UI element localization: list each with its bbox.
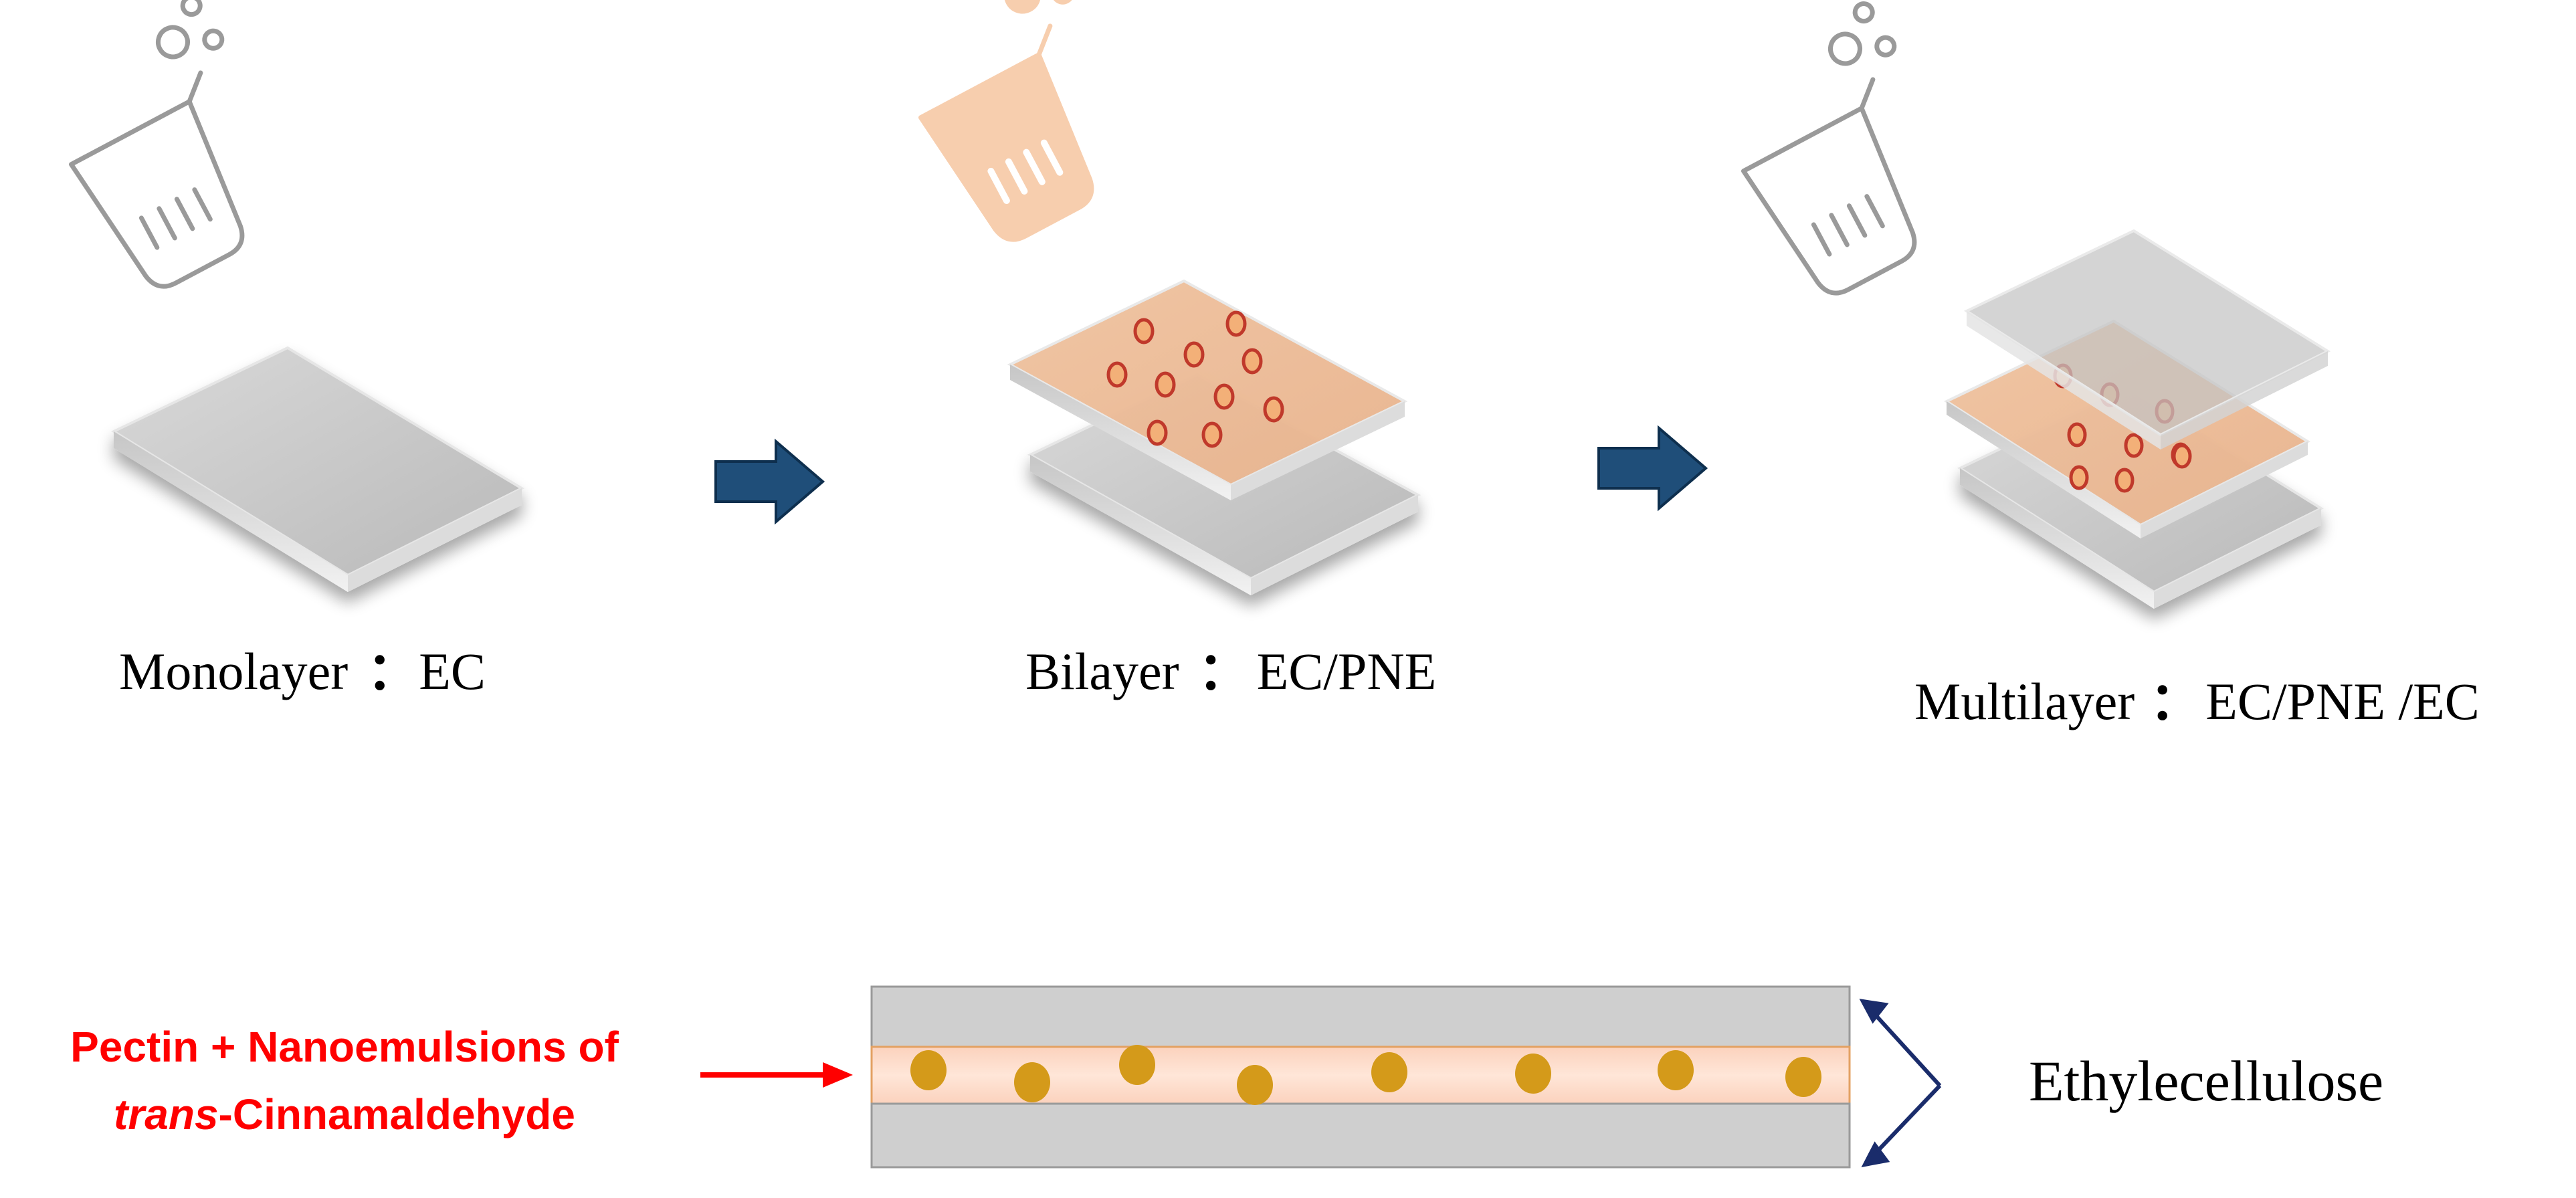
pne-droplet — [1201, 421, 1223, 448]
core-label-rest: -Cinnamaldehyde — [219, 1090, 575, 1138]
stage-formula: EC/PNE /EC — [2205, 672, 2480, 730]
pne-droplets — [1106, 310, 1284, 448]
core-droplet — [910, 1050, 947, 1090]
bilayer-pne-film — [1007, 279, 1408, 500]
core-droplet — [1658, 1050, 1694, 1090]
stage-formula: EC — [419, 642, 486, 700]
arrow-right — [714, 438, 825, 525]
beaker-icon — [1741, 1, 1917, 296]
core-droplet — [1785, 1057, 1821, 1097]
stage-separator: ： — [1198, 642, 1250, 700]
ec-top-layer — [870, 985, 1851, 1048]
brace-icon — [1859, 999, 1942, 1168]
multilayer-top-film — [1963, 229, 2331, 450]
pointer-arrow — [700, 1062, 853, 1088]
beaker-icon-orange — [918, 0, 1094, 242]
pne-droplet — [1225, 310, 1247, 337]
ethylecellulose-label: Ethylecellulose — [2029, 1049, 2383, 1113]
pne-droplet — [2069, 465, 2089, 490]
stage-name: Multilayer — [1914, 672, 2135, 730]
core-droplet — [1119, 1045, 1155, 1085]
monolayer-film — [110, 346, 525, 592]
stage-separator: ： — [2149, 672, 2201, 730]
arrow-right — [1597, 425, 1708, 512]
pne-droplet — [2172, 443, 2192, 469]
pne-droplet — [1213, 383, 1235, 410]
stage-label-bilayer: Bilayer ：EC/PNE — [1025, 642, 1436, 700]
stage-name: Bilayer — [1025, 642, 1179, 700]
stage-formula: EC/PNE — [1257, 642, 1437, 700]
core-droplet — [1515, 1054, 1551, 1094]
pne-droplet — [1106, 361, 1128, 388]
core-label-italic: trans — [114, 1090, 219, 1138]
beaker-icon — [68, 0, 245, 289]
core-droplet — [1014, 1062, 1050, 1102]
core-droplet — [1371, 1052, 1407, 1092]
pne-droplet — [1147, 419, 1168, 446]
core-droplet — [1237, 1065, 1273, 1105]
pne-droplet — [1263, 396, 1284, 423]
stage-label-multilayer: Multilayer：EC/PNE /EC — [1914, 672, 2480, 730]
cross-section — [870, 985, 1851, 1169]
ec-bottom-layer — [870, 1102, 1851, 1169]
stage-separator: ： — [367, 642, 419, 700]
pne-droplet — [1133, 318, 1155, 344]
stage-label-monolayer: Monolayer ：EC — [119, 642, 486, 700]
pne-droplet — [2124, 433, 2144, 458]
pne-droplet — [2114, 468, 2135, 493]
pne-droplet — [1242, 348, 1263, 375]
pne-droplet — [1155, 371, 1176, 398]
stage-name: Monolayer — [119, 642, 348, 700]
pne-droplet — [2067, 422, 2087, 447]
core-droplets — [910, 1045, 1821, 1105]
pne-droplet — [1183, 341, 1205, 368]
core-label-line2: trans-Cinnamaldehyde — [114, 1090, 575, 1138]
core-label-line1: Pectin + Nanoemulsions of — [70, 1023, 619, 1071]
